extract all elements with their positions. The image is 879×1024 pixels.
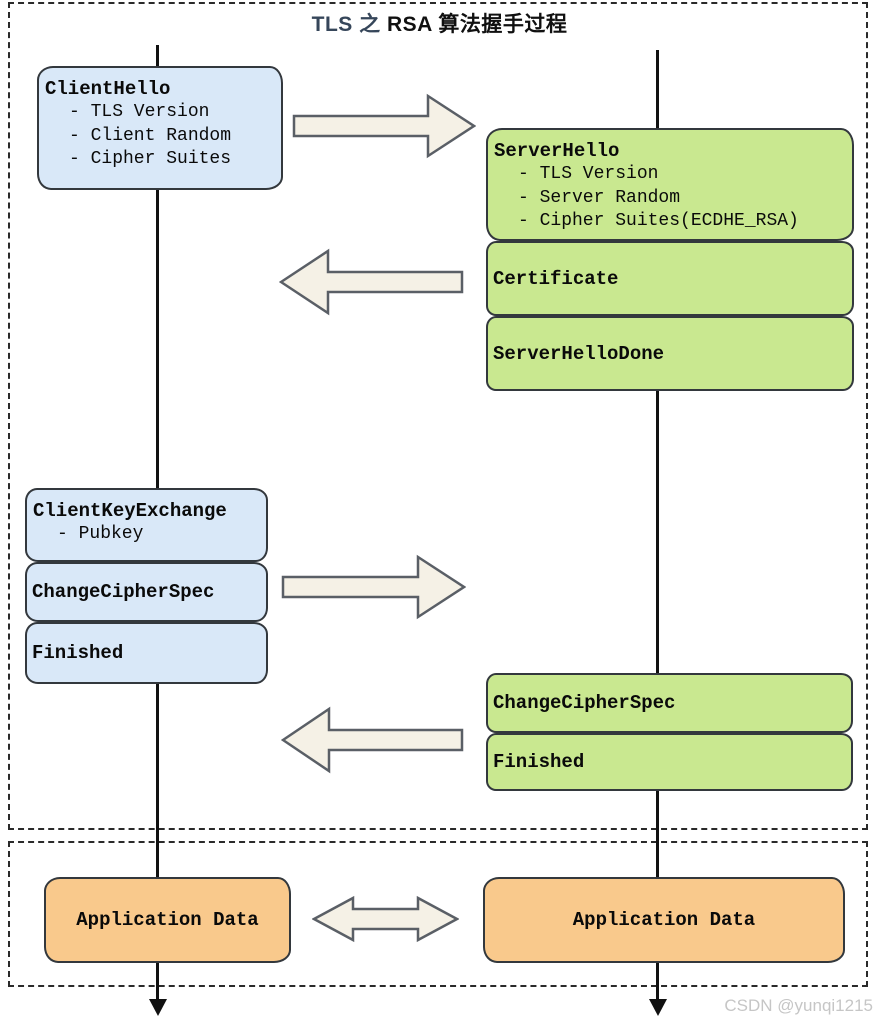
server-finished-title: Finished	[493, 751, 585, 773]
server-lifeline-arrowhead-icon	[649, 999, 667, 1016]
arrow-double-application-data-icon	[312, 895, 459, 943]
page-title-rest: RSA 算法握手过程	[380, 13, 568, 36]
client-hello-title: ClientHello	[45, 78, 171, 100]
client-key-exchange-title: ClientKeyExchange	[33, 500, 227, 522]
certificate-title: Certificate	[493, 267, 619, 290]
page-title-accent: TLS 之	[311, 13, 381, 36]
watermark: CSDN @yunqi1215	[724, 996, 873, 1015]
server-application-data-box: Application Data	[483, 877, 845, 963]
server-hello-item: - Cipher Suites(ECDHE_RSA)	[518, 211, 799, 231]
page-title: TLS 之 RSA 算法握手过程	[0, 8, 879, 38]
certificate-box: Certificate	[486, 241, 854, 316]
server-lifeline	[656, 50, 659, 1000]
client-application-data-box: Application Data	[44, 877, 291, 963]
server-change-cipher-spec-box: ChangeCipherSpec	[486, 673, 853, 733]
arrow-right-clienthello-icon	[292, 93, 476, 159]
server-hello-title: ServerHello	[494, 140, 620, 162]
server-change-cipher-spec-title: ChangeCipherSpec	[493, 692, 676, 714]
arrow-right-clientkeyexchange-icon	[281, 554, 466, 620]
client-key-exchange-item: - Pubkey	[57, 524, 144, 544]
client-finished-title: Finished	[32, 642, 124, 664]
client-hello-item: - Cipher Suites	[69, 149, 232, 169]
server-application-data-title: Application Data	[572, 909, 756, 931]
server-hello-item: - TLS Version	[518, 164, 659, 184]
client-key-exchange-box: ClientKeyExchange - Pubkey	[25, 488, 268, 562]
client-application-data-title: Application Data	[76, 909, 259, 931]
arrow-left-serverhello-icon	[279, 248, 464, 316]
client-hello-item: - Client Random	[69, 125, 232, 146]
client-change-cipher-spec-box: ChangeCipherSpec	[25, 562, 268, 622]
application-data-phase-frame	[8, 841, 868, 987]
server-hello-item: - Server Random	[518, 187, 681, 208]
client-finished-box: Finished	[25, 622, 268, 684]
client-hello-box: ClientHello - TLS Version - Client Rando…	[37, 66, 283, 190]
server-hello-box: ServerHello - TLS Version - Server Rando…	[486, 128, 854, 241]
server-hello-done-box: ServerHelloDone	[486, 316, 854, 391]
client-hello-item: - TLS Version	[69, 102, 210, 122]
server-finished-box: Finished	[486, 733, 853, 791]
arrow-left-changecipherspec-icon	[281, 706, 464, 774]
client-change-cipher-spec-title: ChangeCipherSpec	[32, 581, 215, 603]
server-hello-done-title: ServerHelloDone	[493, 342, 665, 365]
handshake-phase-frame	[8, 2, 868, 830]
client-lifeline-arrowhead-icon	[149, 999, 167, 1016]
